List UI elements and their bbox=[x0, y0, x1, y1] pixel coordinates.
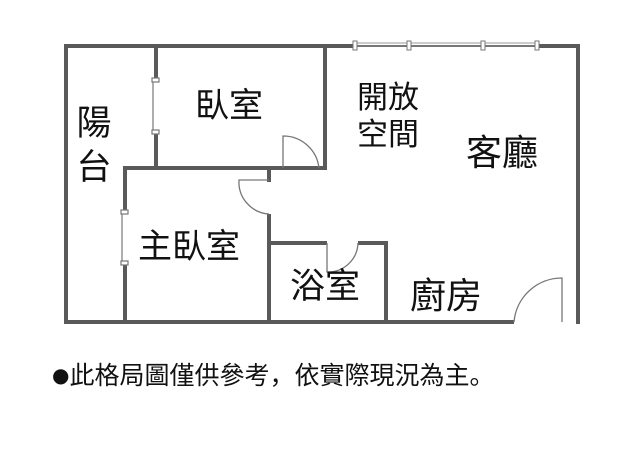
master-bedroom-door bbox=[238, 179, 270, 215]
room-label-open-space-line2: 空間 bbox=[357, 117, 419, 154]
entrance-door bbox=[513, 277, 563, 323]
room-label-balcony-line2: 台 bbox=[76, 147, 112, 188]
balcony-openings bbox=[120, 77, 160, 266]
room-label-kitchen: 廚房 bbox=[410, 276, 483, 317]
disclaimer-note: ●此格局圖僅供參考，依實際現況為主。 bbox=[52, 356, 494, 392]
doors bbox=[238, 135, 563, 323]
bedroom-door bbox=[282, 135, 320, 169]
room-label-bathroom: 浴室 bbox=[290, 267, 361, 307]
room-label-balcony-line1: 陽 bbox=[76, 104, 112, 144]
bathroom-door bbox=[326, 242, 359, 273]
disclaimer-bullet: ● bbox=[52, 363, 70, 387]
walls bbox=[64, 44, 580, 324]
room-label-balcony: 陽 台 bbox=[74, 103, 114, 191]
window-top bbox=[352, 40, 540, 51]
disclaimer-text: 此格局圖僅供參考，依實際現況為主。 bbox=[69, 361, 495, 390]
room-label-master-bedroom: 主臥室 bbox=[138, 227, 240, 267]
room-label-bedroom: 臥室 bbox=[195, 86, 263, 126]
room-label-living-room: 客廳 bbox=[466, 133, 539, 174]
room-label-open-space-line1: 開放 bbox=[357, 80, 419, 116]
room-label-open-space: 開放 空間 bbox=[357, 80, 419, 154]
